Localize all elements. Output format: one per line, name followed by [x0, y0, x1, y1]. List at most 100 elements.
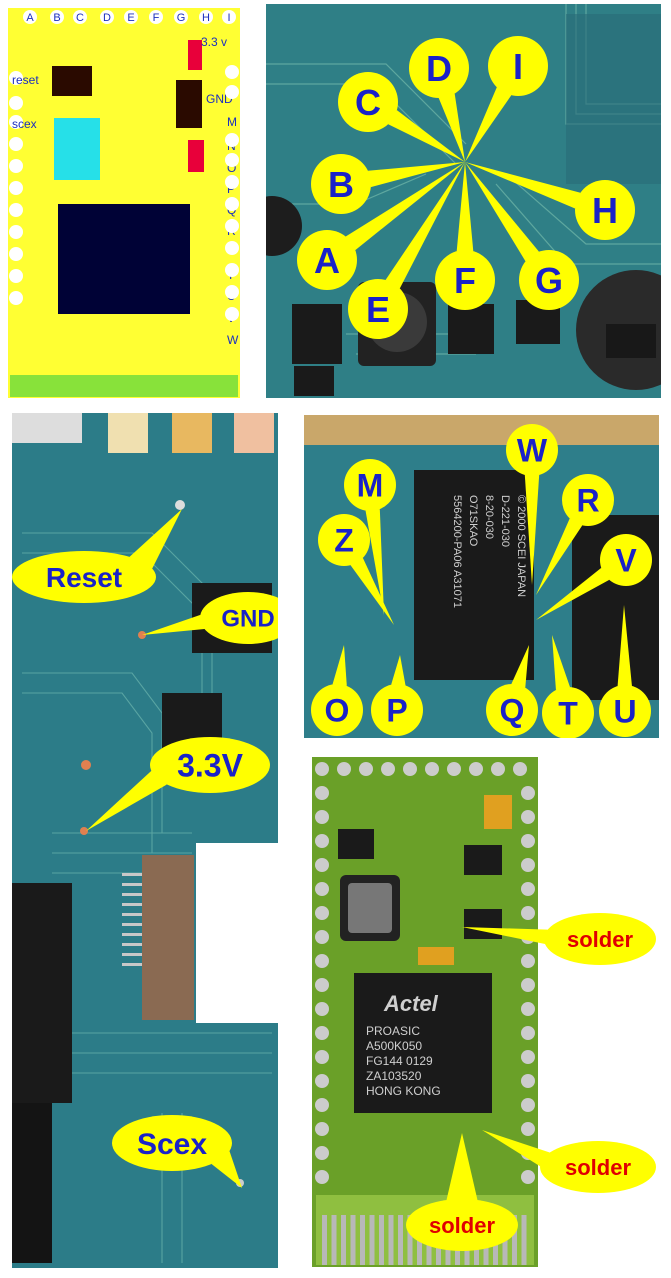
fpga-marking: HONG KONG: [366, 1084, 441, 1098]
right-pin-label: P: [227, 182, 235, 196]
callout-reset-label: Reset: [46, 562, 122, 593]
left-pin-hole: [9, 269, 23, 283]
right-pin-hole: [225, 153, 239, 167]
callout-gnd-label: GND: [221, 606, 274, 633]
ram-chip-marking: D-221-030: [499, 495, 511, 547]
callout-p-label: P: [386, 693, 407, 729]
callout-c: C: [338, 72, 465, 162]
right-pin-hole: [225, 65, 239, 79]
right-pin-label: O: [227, 161, 236, 175]
right-pin-hole: [225, 197, 239, 211]
top-pin-label: I: [227, 12, 230, 24]
callout-t-label: T: [558, 696, 578, 732]
callout-t: T: [542, 635, 594, 738]
fpga-chip-block: [58, 204, 190, 314]
top-pin-label: H: [202, 12, 210, 24]
callout-solder-2: solder: [482, 1130, 656, 1193]
edge-connector: [10, 375, 238, 397]
top-pin-label: C: [76, 12, 84, 24]
callout-solder-2-label: solder: [565, 1155, 631, 1180]
callout-i-label: I: [513, 46, 523, 87]
ram-chip-marking: 5564200-PA06 A31071: [451, 495, 463, 608]
top-pin-hole: [23, 10, 37, 24]
scex-label: scex: [12, 117, 37, 131]
fpga-marking: A500K050: [366, 1039, 422, 1053]
callout-g-label: G: [535, 260, 563, 301]
callout-scex-label: Scex: [137, 1128, 207, 1161]
right-pin-label: M: [227, 115, 237, 129]
callout-reset: Reset: [12, 509, 182, 603]
reset-label: reset: [12, 73, 39, 87]
callout-solder-1-label: solder: [567, 927, 633, 952]
top-pin-hole: [199, 10, 213, 24]
callout-b: B: [311, 154, 465, 214]
callout-h-label: H: [592, 190, 618, 231]
ram-chip-marking: 8-20-030: [483, 495, 495, 539]
left-pin-hole: [9, 203, 23, 217]
actel-logo: Actel: [383, 991, 439, 1016]
callout-w: W: [506, 424, 558, 585]
top-pin-label: E: [127, 12, 134, 24]
right-pin-hole: [225, 263, 239, 277]
callout-o-label: O: [325, 693, 350, 729]
callout-u-label: U: [613, 694, 636, 730]
top-pin-hole: [174, 10, 188, 24]
ram-chip: [414, 470, 534, 680]
left-pin-hole: [9, 115, 23, 129]
callout-f: F: [435, 162, 495, 310]
top-pin-hole: [100, 10, 114, 24]
callout-w-label: W: [517, 433, 548, 469]
actel-fpga-chip: [354, 973, 492, 1113]
right-pin-hole: [225, 85, 239, 99]
callout-d: D: [409, 38, 469, 162]
callout-e: E: [348, 162, 465, 339]
top-pin-hole: [50, 10, 64, 24]
left-pin-hole: [9, 96, 23, 110]
callout-solder-1: solder: [462, 913, 656, 965]
callout-a: A: [297, 162, 465, 290]
left-pin-hole: [9, 225, 23, 239]
callout-scex: Scex: [112, 1115, 242, 1188]
top-pin-label: F: [153, 12, 160, 24]
callout-g: G: [465, 162, 579, 310]
top-pin-hole: [73, 10, 87, 24]
right-pin-hole: [225, 175, 239, 189]
callout-p: P: [371, 655, 423, 736]
callout-d-label: D: [426, 48, 452, 89]
top-pin-label: A: [26, 12, 34, 24]
fpga-marking: FG144 0129: [366, 1054, 433, 1068]
top-pin-hole: [124, 10, 138, 24]
top-pin-label: B: [53, 12, 60, 24]
left-pin-hole: [9, 71, 23, 85]
top-pin-label: D: [103, 12, 111, 24]
top-pin-label: G: [177, 12, 186, 24]
callout-b-label: B: [328, 164, 354, 205]
right-pin-label: W: [227, 333, 239, 347]
callout-r: R: [536, 474, 614, 595]
callout-u: U: [599, 605, 651, 737]
fpga-marking: ZA103520: [366, 1069, 422, 1083]
left-pin-hole: [9, 181, 23, 195]
ram-chip-marking: © 2000 SCEI JAPAN: [515, 495, 527, 597]
right-pin-hole: [225, 241, 239, 255]
left-pin-hole: [9, 291, 23, 305]
resistor-top: [188, 40, 202, 70]
callout-m: M: [344, 459, 396, 615]
right-pin-hole: [225, 133, 239, 147]
right-pin-hole: [225, 219, 239, 233]
scex-component: [54, 118, 100, 180]
callout-z: Z: [318, 514, 394, 625]
regulator-block: [176, 80, 202, 128]
resistor-bottom: [188, 140, 204, 172]
callout-33v-label: 3.3V: [177, 748, 243, 784]
right-pin-hole: [225, 307, 239, 321]
callout-r-label: R: [576, 483, 599, 519]
callout-z-label: Z: [334, 523, 354, 559]
callout-q: Q: [486, 645, 538, 736]
left-pin-hole: [9, 247, 23, 261]
